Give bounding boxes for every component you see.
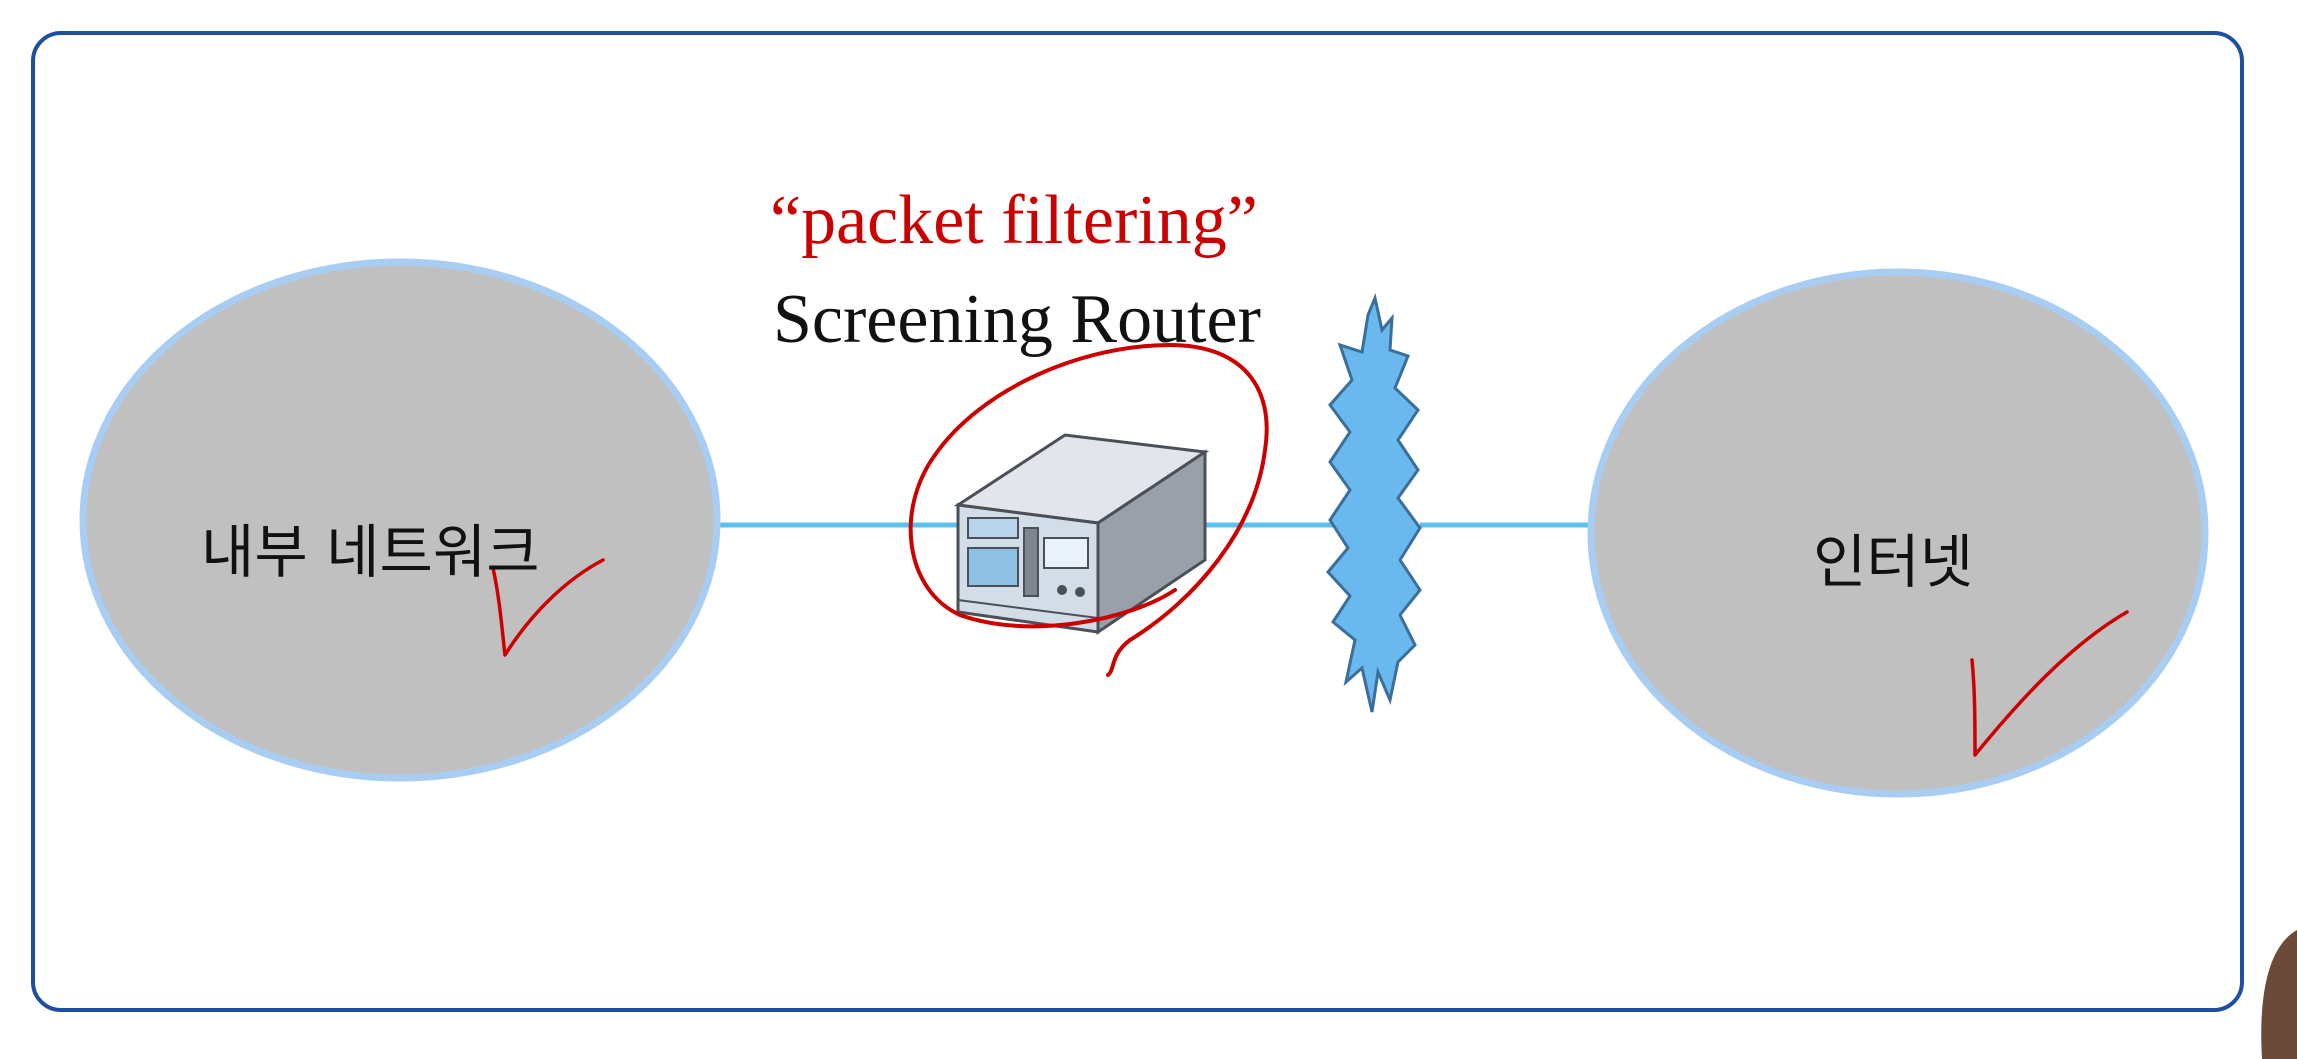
- internet-node: [1587, 268, 2209, 798]
- router-circle-annotation: [908, 343, 1269, 677]
- packet-filtering-annotation: “packet filtering”: [770, 182, 1258, 259]
- firewall-burst-icon: [1326, 292, 1422, 713]
- red-annotation-marks: [491, 343, 2129, 757]
- internal-network-node: [79, 258, 721, 782]
- presenter-silhouette: [2261, 930, 2297, 1059]
- internal-network-label: 내부 네트워크: [201, 518, 540, 586]
- screening-router-label: Screening Router: [773, 281, 1261, 358]
- router-device-icon: [953, 433, 1210, 635]
- internet-label: 인터넷: [1813, 528, 1974, 596]
- check-mark-internal: [491, 558, 605, 657]
- check-mark-internet: [1970, 610, 2129, 757]
